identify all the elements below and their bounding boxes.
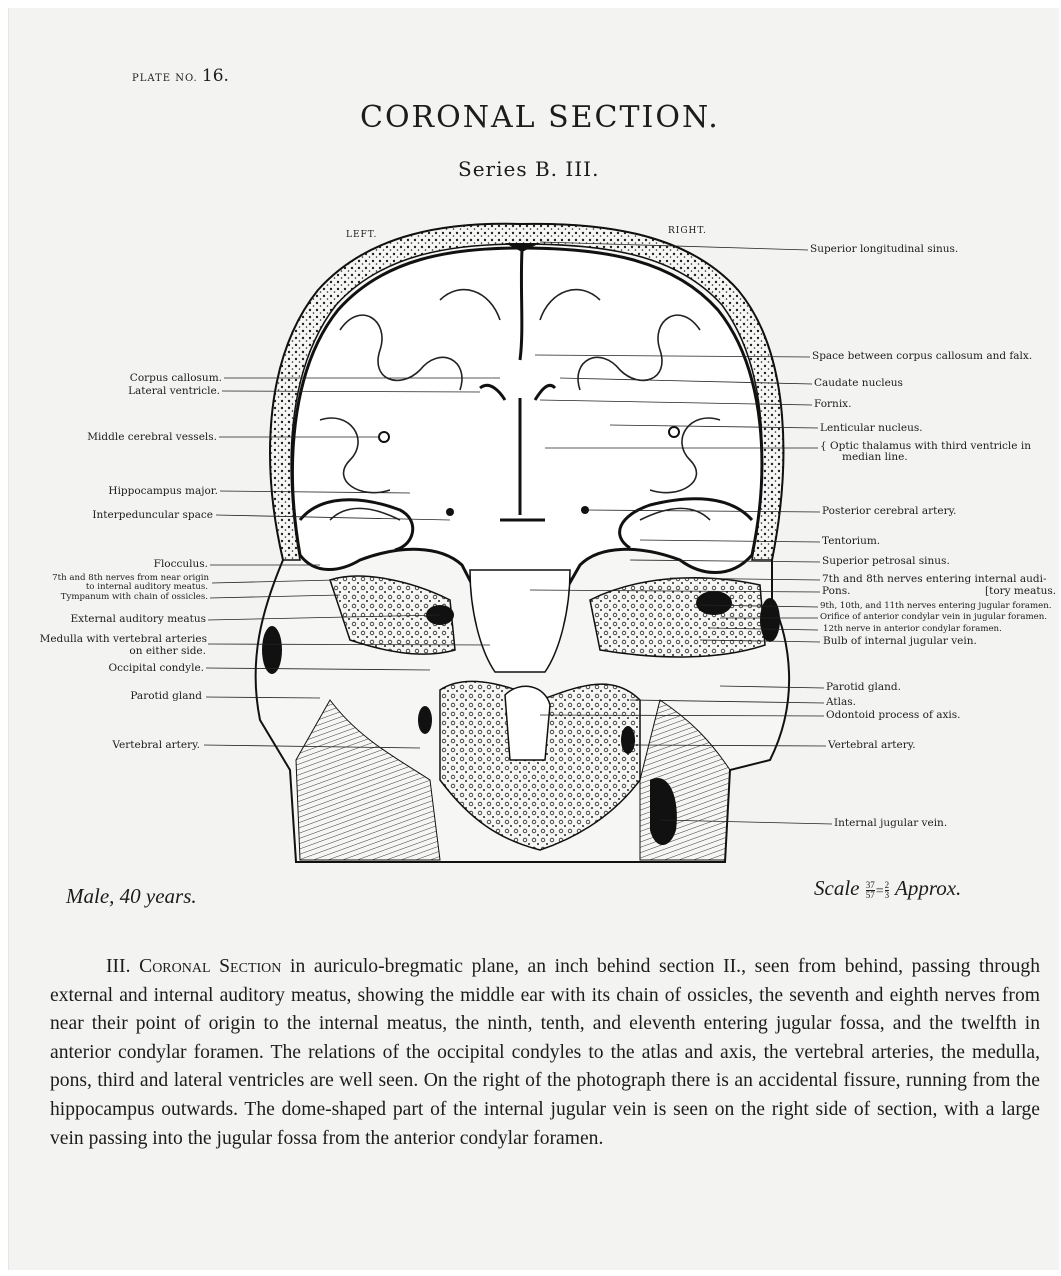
description-lead: III. xyxy=(106,956,130,977)
scale-fraction-1: 3757 xyxy=(866,881,875,900)
label-flocculus: Flocculus. xyxy=(154,559,208,570)
odontoid xyxy=(505,686,550,760)
ear-left xyxy=(262,626,282,674)
scale-den2: 3 xyxy=(885,891,890,900)
label-tentorium: Tentorium. xyxy=(822,536,880,547)
scale-prefix: Scale xyxy=(814,876,859,900)
description-heading: Coronal Section xyxy=(139,956,281,977)
label-pons: Pons. xyxy=(822,586,850,597)
scale-den: 57 xyxy=(866,891,875,900)
scale-equals: = xyxy=(876,884,884,899)
label-fornix: Fornix. xyxy=(814,399,851,410)
label-superior-longitudinal-sinus: Superior longitudinal sinus. xyxy=(810,244,958,255)
label-parotid-gland-right: Parotid gland. xyxy=(826,682,901,693)
label-atlas: Atlas. xyxy=(826,697,856,708)
label-lateral-ventricle: Lateral ventricle. xyxy=(128,386,220,397)
label-occipital-condyle: Occipital condyle. xyxy=(108,663,204,674)
label-on-either-side: on either side. xyxy=(129,646,206,657)
label-internal-jugular-vein: Internal jugular vein. xyxy=(834,818,947,829)
caption-subject: Male, 40 years. xyxy=(66,884,197,909)
label-tory-meatus: [tory meatus. xyxy=(985,586,1056,597)
label-tympanum: Tympanum with chain of ossicles. xyxy=(61,593,208,602)
label-hippocampus-major: Hippocampus major. xyxy=(108,486,218,497)
label-median-line: median line. xyxy=(842,452,908,463)
vertebral-artery-right xyxy=(621,726,635,754)
description-body: in auriculo-bregmatic plane, an inch beh… xyxy=(50,956,1040,1149)
label-middle-cerebral-vessels: Middle cerebral vessels. xyxy=(87,432,217,443)
label-vertebral-artery-left: Vertebral artery. xyxy=(112,740,200,751)
scale-suffix: Approx. xyxy=(895,876,961,900)
longitudinal-fissure xyxy=(520,250,522,360)
label-9th-10th-11th-nerves: 9th, 10th, and 11th nerves entering jugu… xyxy=(820,602,1051,611)
label-medulla: Medulla with vertebral arteries xyxy=(40,634,207,645)
petrous-right xyxy=(590,578,765,657)
posterior-cerebral-left xyxy=(446,508,454,516)
label-interpeduncular-space: Interpeduncular space xyxy=(92,510,213,521)
label-vertebral-artery-right: Vertebral artery. xyxy=(828,740,916,751)
label-anterior-condylar-vein: Orifice of anterior condylar vein in jug… xyxy=(820,613,1047,622)
label-external-auditory-meatus: External auditory meatus xyxy=(71,614,207,625)
label-posterior-cerebral-artery: Posterior cerebral artery. xyxy=(822,506,956,517)
label-jugular-bulb: Bulb of internal jugular vein. xyxy=(823,636,977,647)
label-12th-nerve: 12th nerve in anterior condylar foramen. xyxy=(823,625,1002,634)
label-caudate-nucleus: Caudate nucleus xyxy=(814,378,903,389)
description-paragraph: III. Coronal Section in auriculo-bregmat… xyxy=(50,953,1040,1153)
caption-scale: Scale 3757=23 Approx. xyxy=(814,876,961,901)
scale-fraction-2: 23 xyxy=(885,881,890,900)
vertebral-artery-left xyxy=(418,706,432,734)
label-superior-petrosal-sinus: Superior petrosal sinus. xyxy=(822,556,950,567)
label-corpus-callosum: Corpus callosum. xyxy=(130,373,222,384)
label-7th-8th-nerves-entering: 7th and 8th nerves entering internal aud… xyxy=(822,574,1047,585)
label-lenticular-nucleus: Lenticular nucleus. xyxy=(820,423,923,434)
label-space-corpus-callosum-falx: Space between corpus callosum and falx. xyxy=(812,351,1032,362)
ear-right xyxy=(760,598,780,642)
label-parotid-gland-left: Parotid gland xyxy=(130,691,202,702)
label-odontoid-process: Odontoid process of axis. xyxy=(826,710,960,721)
jugular-bulb-right xyxy=(696,591,732,615)
label-to-internal-auditory-meatus: to internal auditory meatus. xyxy=(86,583,208,592)
